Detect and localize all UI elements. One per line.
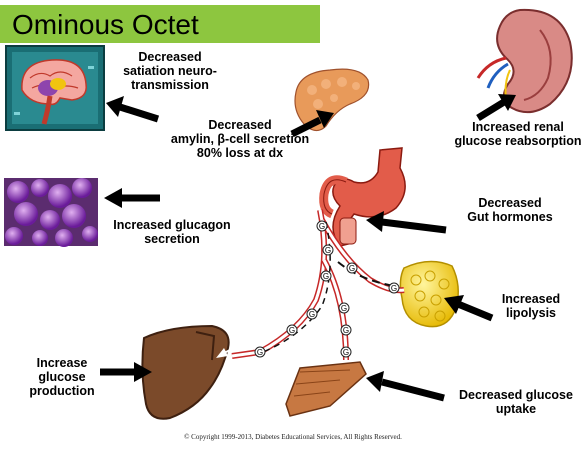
glucose-marker: G [317, 221, 327, 231]
label-alpha-cells: Increased glucagon secretion [100, 218, 244, 246]
glucose-marker: G [341, 347, 351, 357]
label-pancreas: Decreased amylin, β-cell secretion 80% l… [160, 118, 320, 160]
label-liver: Increase glucose production [22, 356, 102, 398]
arrow-brain [106, 96, 158, 119]
glucose-marker: G [323, 245, 333, 255]
label-muscle: Decreased glucose uptake [448, 388, 584, 416]
brain-image [6, 46, 104, 130]
svg-text:G: G [343, 326, 349, 335]
alpha-cells-image [4, 178, 98, 247]
glucose-marker: G [255, 347, 265, 357]
blood-vessels [232, 210, 404, 360]
liver-image [142, 326, 228, 419]
adipose-image [400, 261, 458, 326]
muscle-image [286, 362, 366, 416]
glucose-marker: G [341, 325, 351, 335]
stomach-image [324, 148, 405, 246]
arrow-kidney [478, 94, 516, 118]
glucose-marker: G [287, 325, 297, 335]
svg-text:G: G [323, 272, 329, 281]
glucose-marker: G [389, 283, 399, 293]
svg-text:G: G [289, 326, 295, 335]
svg-text:G: G [349, 264, 355, 273]
label-brain: Decreased satiation neuro- transmission [110, 50, 230, 92]
svg-text:G: G [319, 222, 325, 231]
label-fat: Increased lipolysis [486, 292, 576, 320]
svg-text:G: G [391, 284, 397, 293]
arrow-gut [366, 211, 446, 232]
svg-text:G: G [257, 348, 263, 357]
svg-text:G: G [341, 304, 347, 313]
arrow-muscle [366, 371, 444, 398]
glucose-marker: G [339, 303, 349, 313]
glucose-marker: G [347, 263, 357, 273]
svg-text:G: G [309, 310, 315, 319]
glucose-marker: G [307, 309, 317, 319]
kidney-image [478, 10, 572, 112]
arrow-alpha-cells [104, 188, 160, 208]
svg-text:G: G [325, 246, 331, 255]
svg-text:G: G [343, 348, 349, 357]
label-gut: Decreased Gut hormones [450, 196, 570, 224]
label-kidney: Increased renal glucose reabsorption [452, 120, 584, 148]
glucose-marker: G [321, 271, 331, 281]
copyright-footer: © Copyright 1999-2013, Diabetes Educatio… [0, 433, 586, 441]
